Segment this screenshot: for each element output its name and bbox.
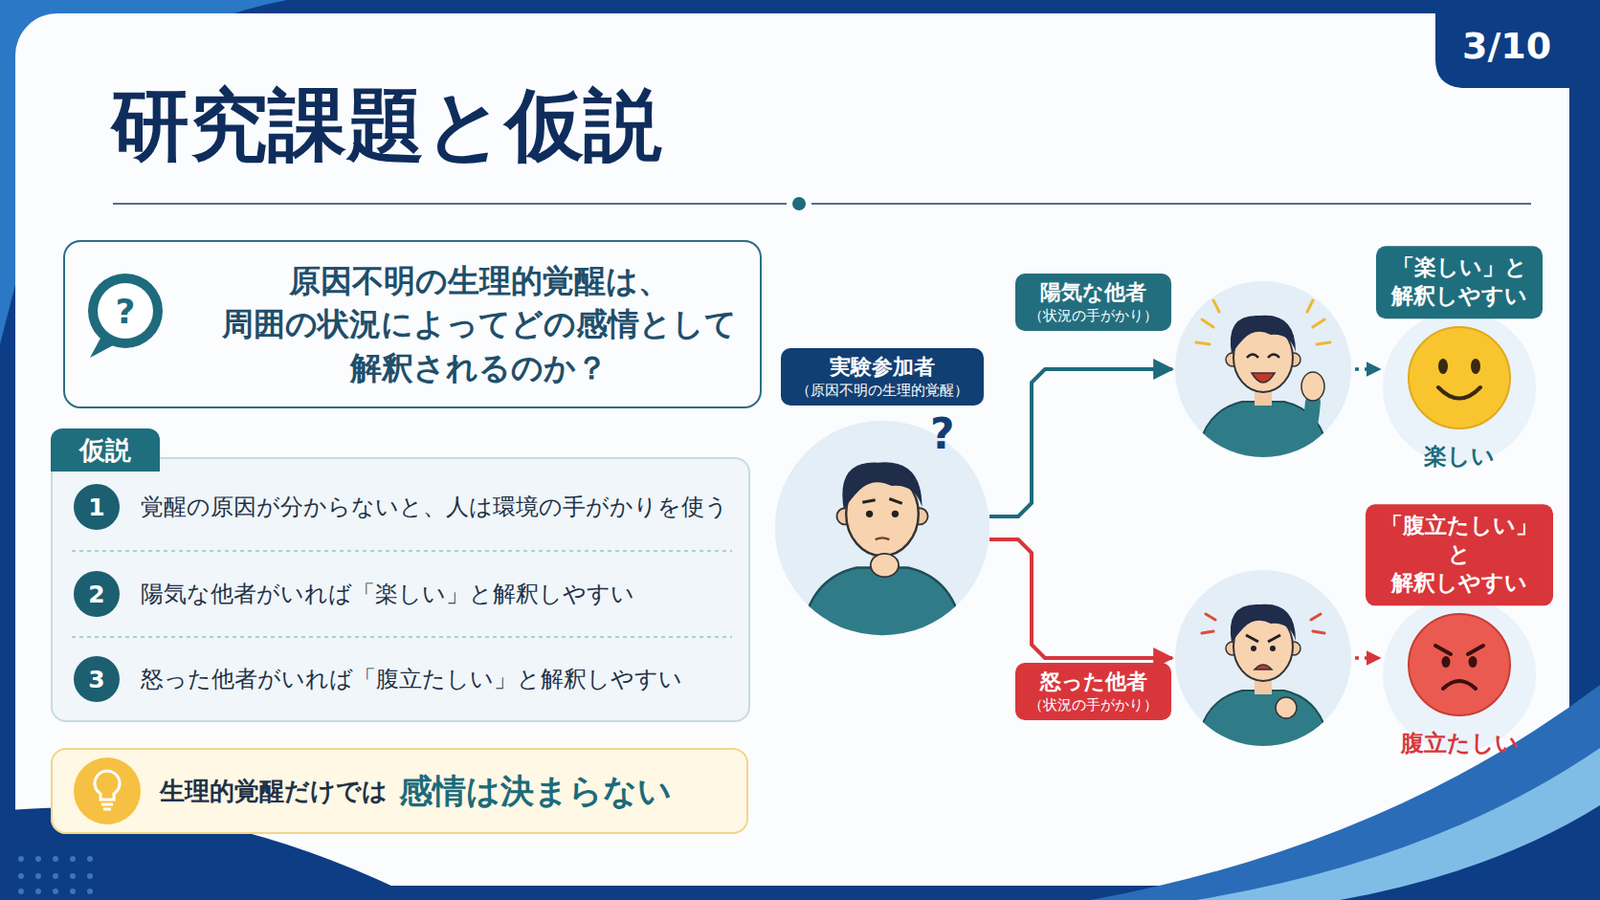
page-number: 3/10	[1462, 24, 1552, 67]
row-divider	[71, 636, 733, 639]
node-subtext: 腹立たしい	[1400, 728, 1519, 759]
question-box: 原因不明の生理的覚醒は、 周囲の状況によってどの感情として 解釈されるのか？	[63, 240, 762, 409]
angry-face-icon	[1382, 598, 1536, 752]
participant-figure	[775, 421, 990, 645]
dot-grid	[18, 856, 93, 895]
happy-face-icon	[1382, 311, 1536, 465]
connector-arrow	[1355, 367, 1380, 372]
question-icon	[88, 273, 163, 358]
slide-title: 研究課題と仮説	[111, 78, 663, 173]
connector-arrow	[989, 369, 1173, 517]
slide-panel	[15, 13, 1570, 887]
label-pill: 「腹立たしい」と 解釈しやすい	[1365, 504, 1554, 606]
node-text: 原因不明の生理的覚醒は、 周囲の状況によってどの感情として 解釈されるのか？	[206, 259, 753, 391]
question-mark: ?	[115, 291, 136, 332]
cheerful-figure	[1175, 281, 1352, 466]
hypothesis-text: 怒った他者がいれば「腹立たしい」と解釈しやすい	[140, 664, 683, 695]
number-badge: 2	[73, 571, 120, 618]
title-rule	[112, 202, 787, 205]
note-fill	[50, 748, 749, 835]
label-pill: 実験参加者（原因不明の生理的覚醒）	[780, 348, 984, 406]
question-mark: ?	[930, 409, 956, 459]
label-pill: 陽気な他者（状況の手がかり）	[1015, 273, 1172, 332]
participant-node: 実験参加者（原因不明の生理的覚醒）	[775, 421, 990, 636]
node-text: 仮説	[50, 428, 160, 472]
node-text: 生理的覚醒だけでは	[159, 775, 388, 809]
node-text: 実験参加者	[796, 354, 969, 382]
conclusion-box: 生理的覚醒だけでは感情は決まらない	[50, 748, 749, 835]
node-subtext: 楽しい	[1423, 441, 1495, 472]
node-subtext: （状況の手がかり）	[1028, 696, 1158, 716]
node-text: 3	[88, 667, 105, 692]
number-badge: 3	[73, 656, 120, 703]
page-tab	[1435, 0, 1600, 89]
node-subtext: （状況の手がかり）	[1028, 307, 1158, 327]
node-text: 怒った他者	[1028, 668, 1158, 697]
lightbulb-icon	[73, 757, 141, 825]
number-badge: 1	[73, 484, 120, 531]
node-text: 2	[88, 582, 105, 607]
node-subtext: （原因不明の生理的覚醒）	[796, 381, 969, 401]
happy-emotion-node: 「楽しい」と 解釈しやすい楽しい	[1382, 311, 1536, 465]
panel-fill	[50, 457, 751, 723]
title-rule	[811, 202, 1532, 205]
label-pill: 怒った他者（状況の手がかり）	[1015, 663, 1172, 721]
angry-figure	[1175, 570, 1352, 755]
connector-arrow	[989, 539, 1173, 659]
hypothesis-text: 陽気な他者がいれば「楽しい」と解釈しやすい	[140, 578, 635, 610]
label-pill: 「楽しい」と 解釈しやすい	[1376, 245, 1543, 319]
wave	[1339, 805, 1600, 900]
node-text: 陽気な他者	[1028, 279, 1158, 308]
row-divider	[71, 550, 733, 553]
connector-arrow	[1355, 656, 1380, 661]
node-subtext: 感情は決まらない	[399, 769, 672, 815]
angry-emotion-node: 「腹立たしい」と 解釈しやすい腹立たしい	[1382, 598, 1536, 752]
node-text: 「楽しい」と 解釈しやすい	[1391, 253, 1528, 312]
node-text: 1	[88, 495, 105, 520]
node-text: 「腹立たしい」と 解釈しやすい	[1380, 511, 1538, 599]
cheerful-other-node: 陽気な他者（状況の手がかり）	[1175, 281, 1352, 458]
angry-other-node: 怒った他者（状況の手がかり）	[1175, 570, 1352, 747]
hypothesis-text: 覚醒の原因が分からないと、人は環境の手がかりを使う	[140, 491, 729, 523]
rule-dot	[792, 197, 806, 211]
wave	[1196, 748, 1600, 900]
